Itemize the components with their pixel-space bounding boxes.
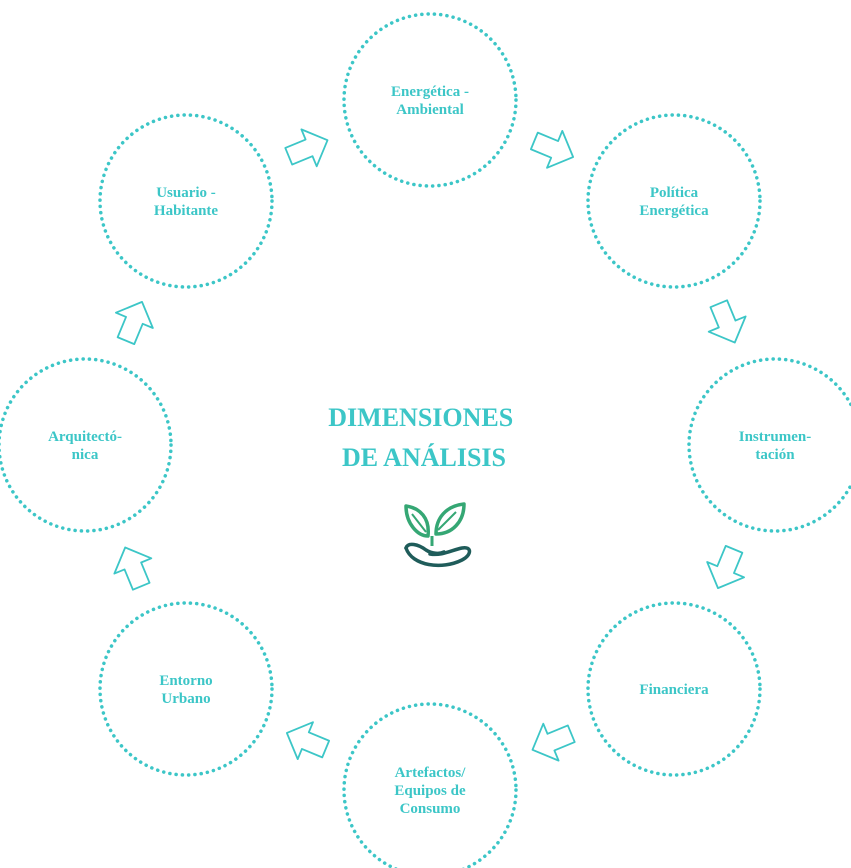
- node-label-line: Instrumen-: [739, 429, 812, 445]
- node-circle: [342, 12, 518, 188]
- outline-arrow-icon: [707, 299, 747, 344]
- node-label-line: Urbano: [161, 691, 210, 707]
- connector-arrows: [113, 128, 747, 762]
- leaf-left: [404, 504, 430, 538]
- outline-arrow-icon: [285, 721, 331, 761]
- node-circle: [687, 357, 851, 533]
- leaf-left-vein: [411, 513, 427, 533]
- node-arquitectonica: Arquitectó-nica: [0, 357, 173, 533]
- node-circle: [98, 601, 274, 777]
- node-label: Financiera: [639, 682, 709, 698]
- node-label-line: tación: [755, 447, 795, 463]
- title-line-2: DE ANÁLISIS: [342, 443, 506, 472]
- outline-arrow-icon: [531, 722, 576, 762]
- node-label-line: Financiera: [639, 682, 709, 698]
- node-circle: [586, 601, 762, 777]
- node-label-line: Energética -: [391, 84, 469, 100]
- node-label-line: Política: [650, 185, 699, 201]
- node-label: Artefactos/Equipos de Consumo: [394, 765, 466, 817]
- leaf-right: [434, 502, 466, 536]
- leaf-right-vein: [437, 511, 457, 531]
- node-circle: [586, 113, 762, 289]
- node-energetica-ambiental: Energética - Ambiental: [342, 12, 518, 188]
- leaves-in-hand-icon: [404, 502, 472, 568]
- node-label: Instrumen-tación: [739, 429, 812, 463]
- node-label-line: Equipos de: [394, 783, 466, 799]
- node-label-line: Usuario -: [156, 185, 216, 201]
- node-label: Usuario - Habitante: [154, 185, 219, 219]
- node-label-line: Habitante: [154, 203, 219, 219]
- node-label: Energética - Ambiental: [391, 84, 469, 118]
- node-usuario-habitante: Usuario - Habitante: [98, 113, 274, 289]
- title-line-1: DIMENSIONES: [328, 403, 513, 432]
- node-label-line: Consumo: [400, 801, 461, 817]
- outline-arrow-icon: [114, 300, 154, 346]
- node-label-line: nica: [72, 447, 99, 463]
- node-label-line: Artefactos/: [395, 765, 467, 781]
- node-label-line: Energética: [639, 203, 709, 219]
- hand-fingers: [404, 542, 446, 556]
- outline-arrow-icon: [284, 128, 329, 168]
- node-label-line: Entorno: [159, 673, 212, 689]
- node-artefactos-equipos: Artefactos/Equipos de Consumo: [342, 702, 518, 868]
- node-circle: [0, 357, 173, 533]
- node-circle: [98, 113, 274, 289]
- diagram-title: DIMENSIONES DE ANÁLISIS: [328, 403, 519, 472]
- node-label-line: Ambiental: [396, 102, 464, 118]
- hand-palm: [404, 545, 472, 568]
- node-label: Arquitectó-nica: [48, 429, 122, 463]
- outline-arrow-icon: [529, 129, 575, 169]
- outline-arrow-icon: [113, 546, 153, 591]
- outline-arrow-icon: [706, 544, 746, 590]
- node-financiera: Financiera: [586, 601, 762, 777]
- node-circle: [342, 702, 518, 868]
- node-instrumentacion: Instrumen-tación: [687, 357, 851, 533]
- node-label-line: Arquitectó-: [48, 429, 122, 445]
